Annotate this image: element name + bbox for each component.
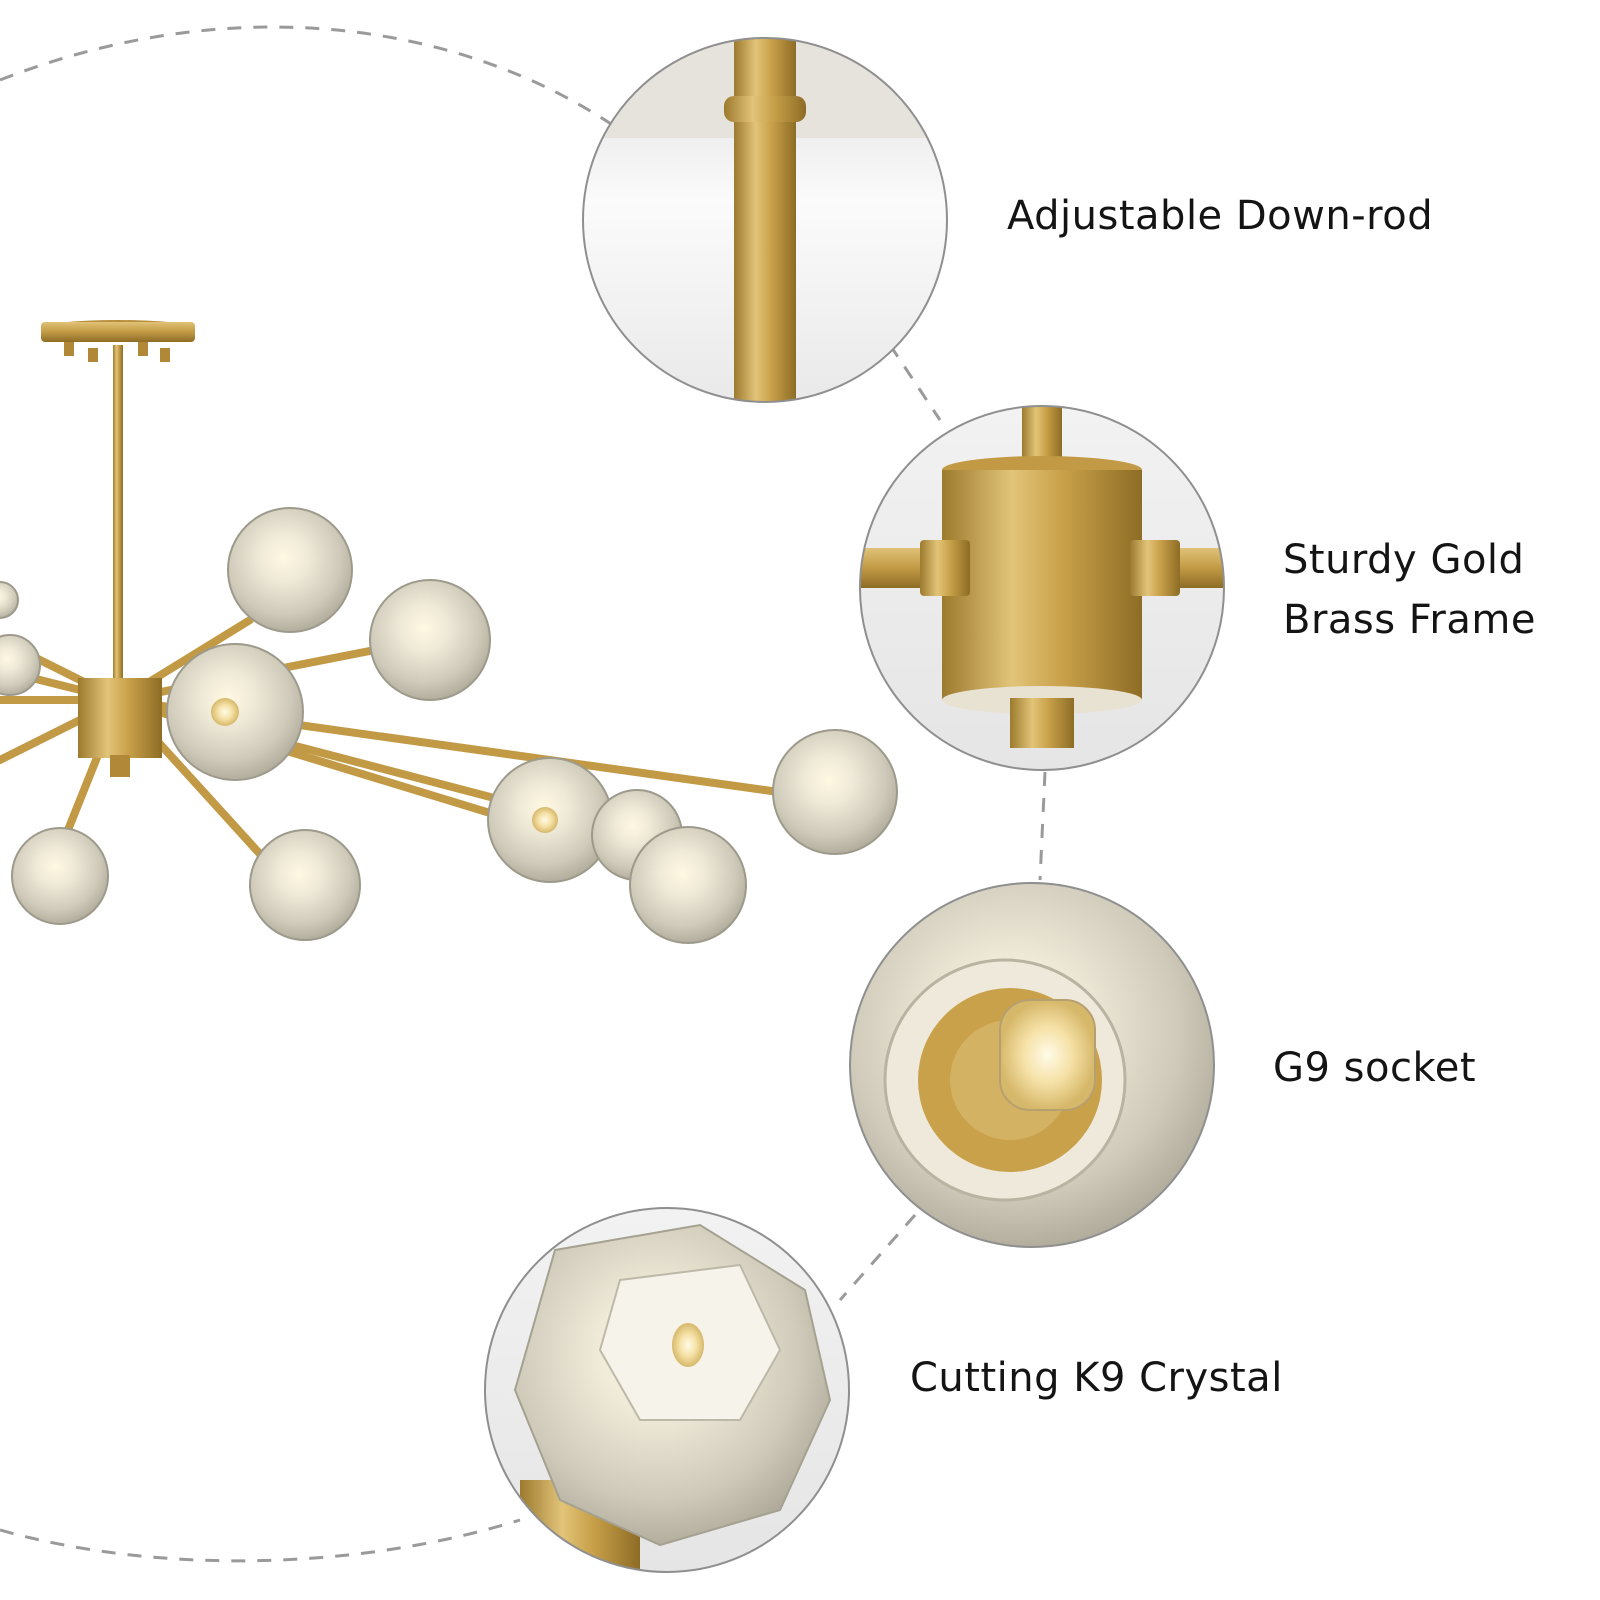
chandelier-illustration <box>0 320 898 944</box>
k9-crystal-closeup-icon <box>484 1207 850 1573</box>
dashed-outline-arc <box>0 25 621 132</box>
feature-label-line: Adjustable Down-rod <box>1007 193 1434 239</box>
feature-label-frame: Sturdy Gold Brass Frame <box>1283 530 1536 650</box>
feature-label-crystal: Cutting K9 Crystal <box>910 1348 1283 1408</box>
feature-label-socket: G9 socket <box>1273 1038 1476 1098</box>
downrod-closeup-icon <box>582 37 948 403</box>
crystal-shades <box>0 507 898 944</box>
feature-label-line: Brass Frame <box>1283 597 1536 643</box>
dashed-connector-2 <box>1038 771 1047 881</box>
g9-socket-closeup-icon <box>849 882 1215 1248</box>
dashed-outline-arc-bottom <box>0 1518 521 1563</box>
brass-frame-closeup-icon <box>859 405 1225 771</box>
feature-label-downrod: Adjustable Down-rod <box>1007 186 1433 246</box>
feature-label-line: Sturdy Gold <box>1283 537 1525 583</box>
feature-label-line: G9 socket <box>1273 1045 1476 1091</box>
feature-label-line: Cutting K9 Crystal <box>910 1355 1283 1401</box>
dashed-connector-1 <box>888 344 942 421</box>
dashed-connector-3 <box>838 1214 917 1301</box>
